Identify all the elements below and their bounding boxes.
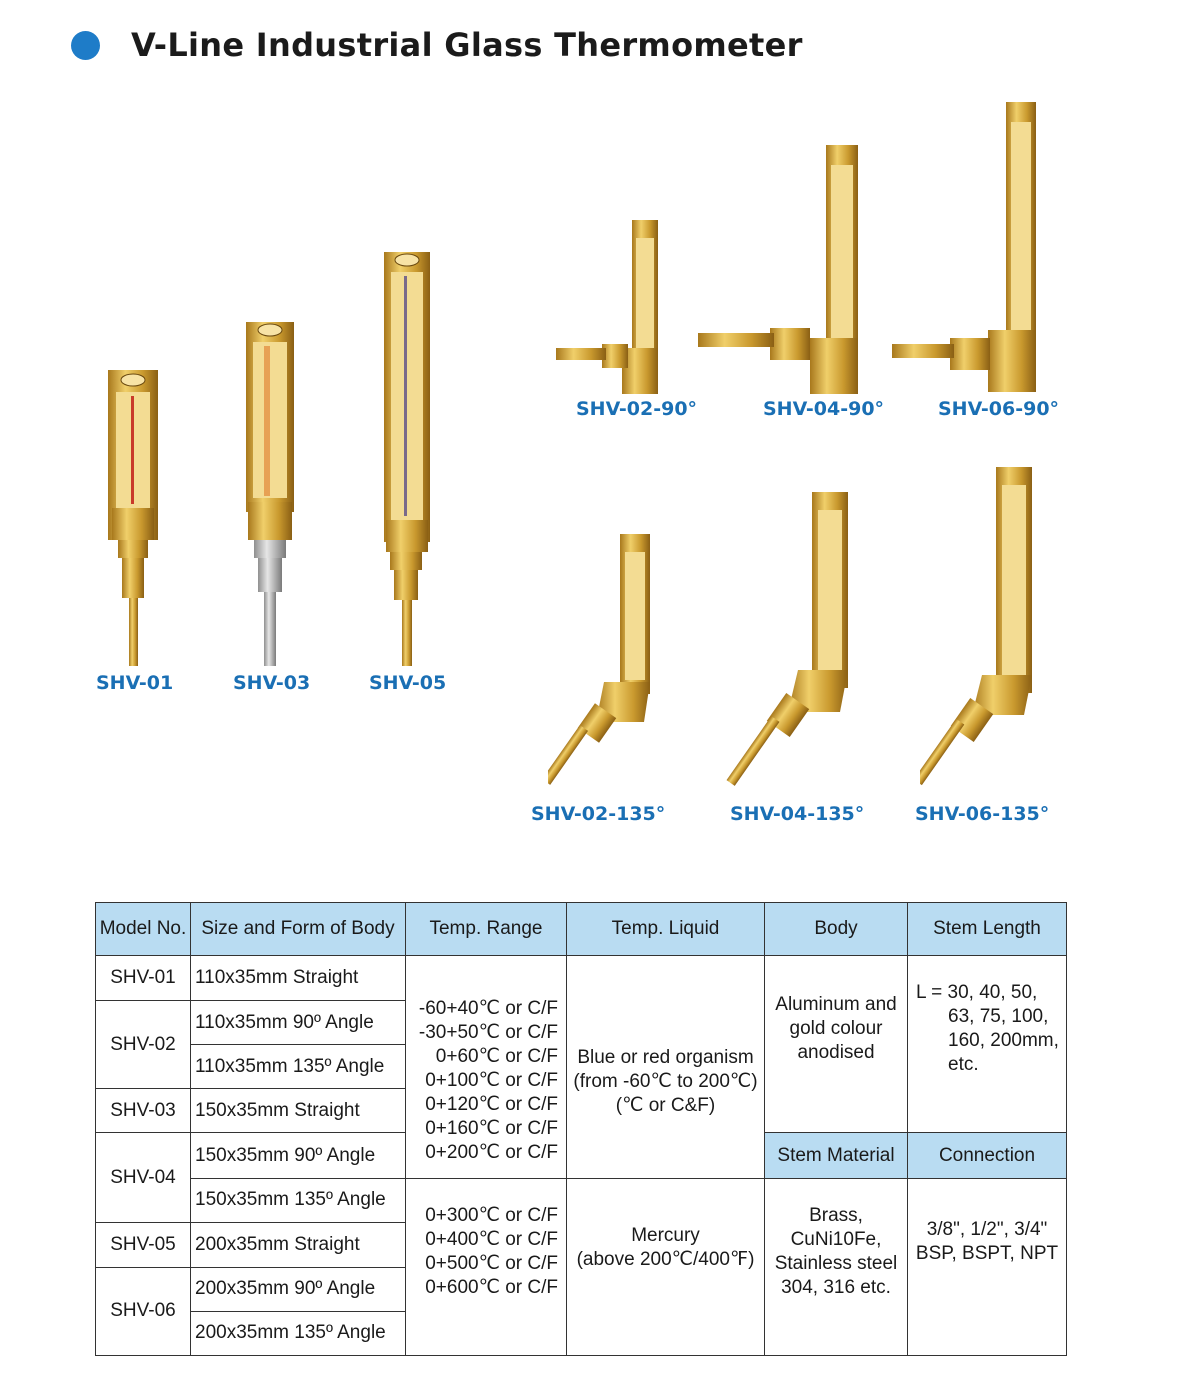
caption-shv04-90: SHV-04-90° xyxy=(763,398,885,420)
caption-shv05: SHV-05 xyxy=(369,672,447,694)
connection-cell: 3/8", 1/2", 3/4"BSP, BSPT, NPT xyxy=(907,1177,1067,1357)
header-size: Size and Form of Body xyxy=(190,901,406,957)
thermometer-shv02-135-image xyxy=(548,534,650,785)
thermometer-shv06-90-image xyxy=(892,102,1036,392)
caption-shv06-135: SHV-06-135° xyxy=(915,803,1050,825)
caption-shv04-135: SHV-04-135° xyxy=(730,803,865,825)
thermometer-shv01-image xyxy=(108,370,158,666)
model-cell: SHV-04 xyxy=(95,1132,191,1223)
temp-range-cell-a: -60+40℃ or C/F-30+50℃ or C/F 0+60℃ or C/… xyxy=(405,955,567,1179)
size-cell: 200x35mm Straight xyxy=(190,1221,406,1268)
size-cell: 110x35mm 90º Angle xyxy=(190,1000,406,1046)
size-cell: 200x35mm 135º Angle xyxy=(190,1310,406,1357)
model-cell: SHV-01 xyxy=(95,955,191,1002)
size-cell: 110x35mm Straight xyxy=(190,955,406,1002)
thermometer-shv03-image xyxy=(246,322,294,666)
header-temp-range: Temp. Range xyxy=(405,901,567,957)
thermometer-shv06-135-image xyxy=(920,467,1032,786)
thermometer-shv04-135-image xyxy=(726,492,848,786)
title-bullet-icon xyxy=(71,31,100,60)
caption-shv03: SHV-03 xyxy=(233,672,311,694)
header-connection: Connection xyxy=(907,1132,1067,1179)
size-cell: 110x35mm 135º Angle xyxy=(190,1044,406,1090)
header-body: Body xyxy=(764,901,908,957)
model-cell: SHV-03 xyxy=(95,1088,191,1134)
page-title: V-Line Industrial Glass Thermometer xyxy=(131,26,803,64)
size-cell: 150x35mm Straight xyxy=(190,1088,406,1134)
temp-liquid-cell-a: Blue or red organism(from -60℃ to 200℃)(… xyxy=(566,955,765,1179)
size-cell: 150x35mm 135º Angle xyxy=(190,1177,406,1223)
header-stem-length: Stem Length xyxy=(907,901,1067,957)
thermometer-shv02-90-image xyxy=(556,220,658,394)
header-stem-material: Stem Material xyxy=(764,1132,908,1179)
caption-shv06-90: SHV-06-90° xyxy=(938,398,1060,420)
thermometer-shv04-90-image xyxy=(698,145,858,394)
caption-shv02-135: SHV-02-135° xyxy=(531,803,666,825)
spec-table: Model No. Size and Form of Body Temp. Ra… xyxy=(95,901,1067,1357)
model-cell: SHV-05 xyxy=(95,1221,191,1268)
model-cell: SHV-06 xyxy=(95,1266,191,1357)
caption-shv02-90: SHV-02-90° xyxy=(576,398,698,420)
header-temp-liquid: Temp. Liquid xyxy=(566,901,765,957)
temp-liquid-cell-b: Mercury(above 200℃/400℉) xyxy=(566,1177,765,1357)
caption-shv01: SHV-01 xyxy=(96,672,174,694)
thermometer-shv05-image xyxy=(384,252,430,666)
model-cell: SHV-02 xyxy=(95,1000,191,1090)
size-cell: 200x35mm 90º Angle xyxy=(190,1266,406,1312)
stem-length-cell: L = 30, 40, 50, 63, 75, 100, 160, 200mm,… xyxy=(907,955,1067,1134)
header-model: Model No. xyxy=(95,901,191,957)
size-cell: 150x35mm 90º Angle xyxy=(190,1132,406,1179)
